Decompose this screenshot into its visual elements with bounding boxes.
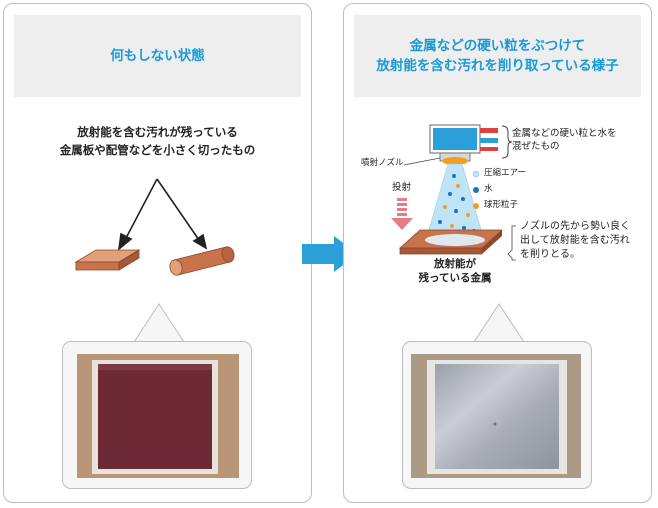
pointer-arrows [117,178,208,251]
right-panel-header: 金属などの硬い粒をぶつけて 放射能を含む汚れを削り取っている様子 [354,15,641,97]
nozzle-icon [429,124,498,165]
arrow-head-pipe [192,233,208,250]
blasted-plate [398,229,504,255]
left-panel: 何もしない状態 放射能を含む汚れが残っている 金属板や配管などを小さく切ったもの [3,3,312,503]
copper-plate [74,249,141,271]
after-photo-frame [402,341,592,489]
mix-label: 金属などの硬い粒と水を 混ぜたもの [512,128,617,152]
legend-dot-particle [473,203,479,209]
copper-pipe [169,246,235,276]
after-photo [411,354,581,478]
nozzle-label: 噴射ノズル [361,158,404,168]
before-photo-frame [62,341,252,489]
nozzle-leader-line [403,157,441,166]
plate-label: 放射能が 残っている金属 [418,258,492,284]
left-panel-title: 何もしない状態 [110,48,205,64]
process-text: ノズルの先から勢い良く 出して放射能を含む汚れ を削りとる。 [520,221,630,260]
left-panel-description: 放射能を含む汚れが残っている 金属板や配管などを小さく切ったもの [59,125,256,157]
legend-label-water: 水 [484,184,493,194]
mix-brace [501,125,513,159]
left-panel-header: 何もしない状態 [14,15,301,97]
right-panel-title: 金属などの硬い粒をぶつけて 放射能を含む汚れを削り取っている様子 [376,38,619,74]
arrow-to-pipe [156,178,200,241]
arrow-head-plate [117,232,133,251]
process-brace [507,225,516,261]
projection-arrow-icon [391,198,413,230]
arrow-to-plate [124,178,158,241]
legend-dot-air [472,170,480,178]
photo-pointer [133,303,185,343]
legend-label-air: 圧縮エアー [484,168,526,178]
photo-pointer [473,303,525,343]
legend-dot-water [473,187,479,193]
contaminated-plate [98,364,212,469]
cleaned-plate [435,364,559,469]
projection-label: 投射 [392,182,412,193]
before-photo [77,354,239,478]
right-panel: 金属などの硬い粒をぶつけて 放射能を含む汚れを削り取っている様子 [343,3,652,503]
blasting-illustration [391,124,525,343]
left-illustration [74,178,235,343]
legend-label-particle: 球形粒子 [484,200,519,210]
